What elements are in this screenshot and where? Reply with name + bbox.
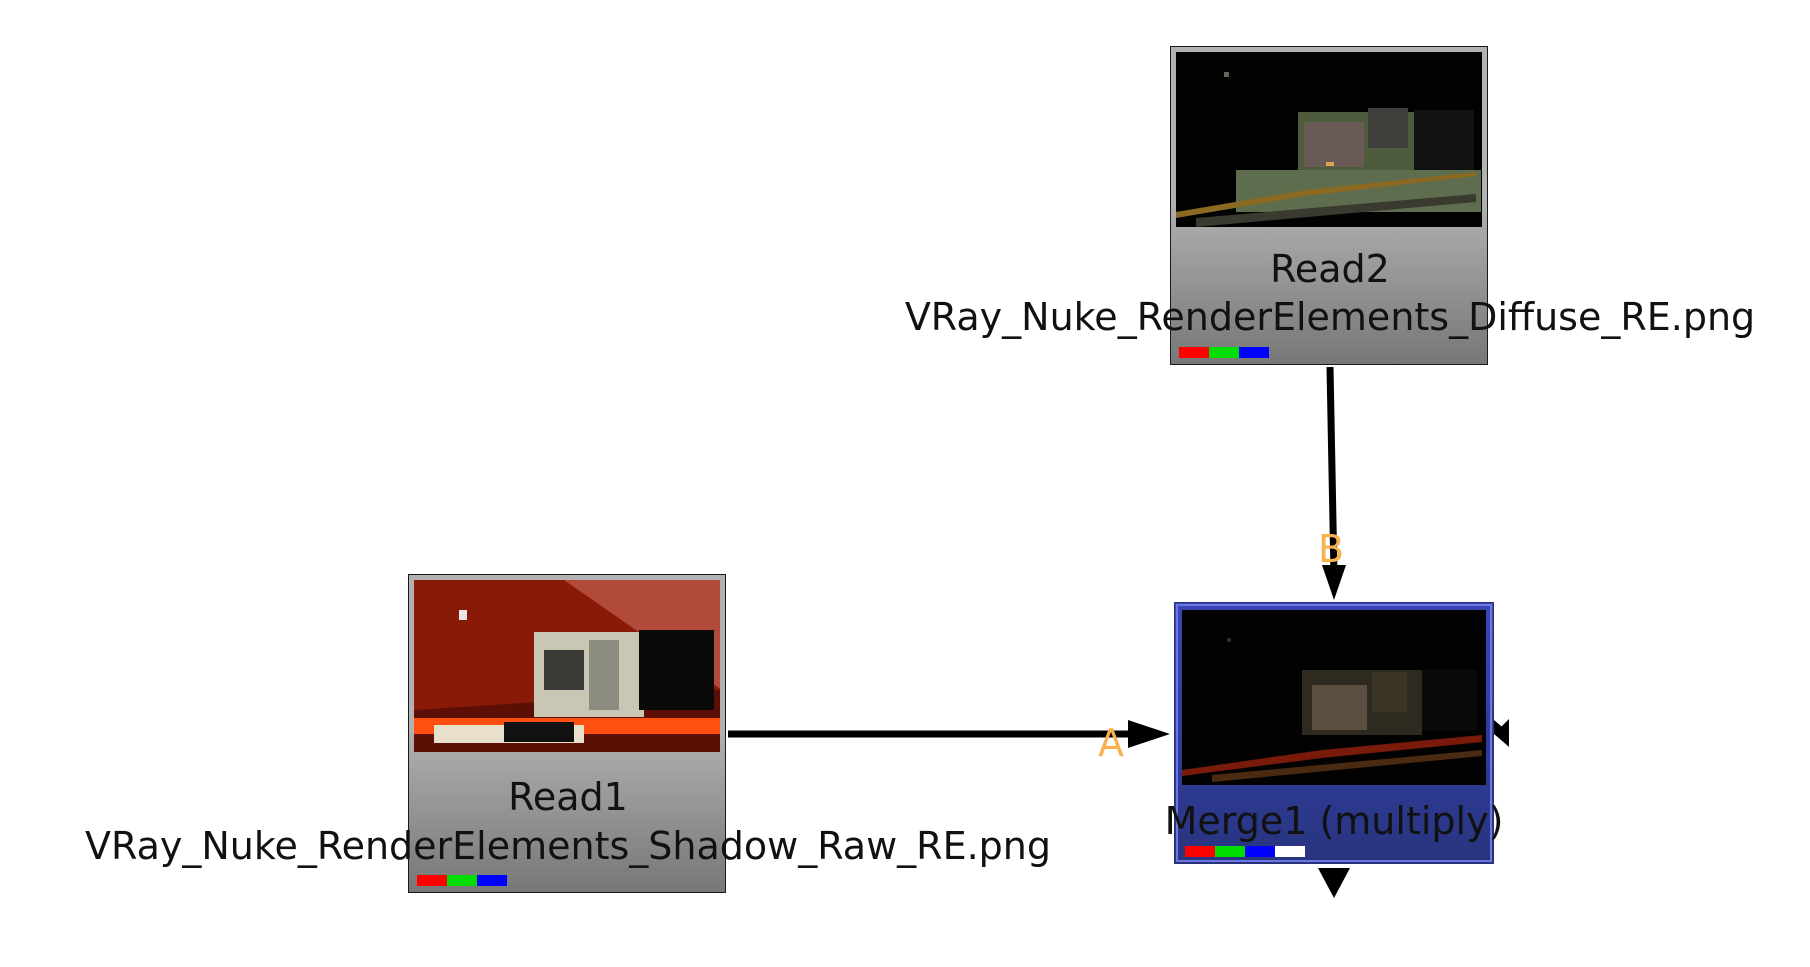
channel-blue	[1245, 846, 1275, 857]
channel-bar-read1	[417, 875, 507, 886]
node-name-read1: Read1	[508, 775, 628, 819]
mask-input-arrow[interactable]	[1495, 719, 1509, 747]
node-read1[interactable]	[408, 574, 726, 893]
channel-green	[1215, 846, 1245, 857]
arrow-input-a	[1128, 720, 1170, 748]
input-label-a: A	[1098, 721, 1124, 765]
node-name-merge1: Merge1 (multiply)	[1164, 799, 1504, 843]
node-file-read2: VRay_Nuke_RenderElements_Diffuse_RE.png	[904, 295, 1756, 339]
channel-alpha	[1275, 846, 1305, 857]
channel-red	[1179, 347, 1209, 358]
channel-blue	[477, 875, 507, 886]
channel-bar-read2	[1179, 347, 1269, 358]
thumbnail-read1	[414, 580, 720, 752]
channel-green	[1209, 347, 1239, 358]
channel-green	[447, 875, 477, 886]
channel-red	[1185, 846, 1215, 857]
node-read2[interactable]	[1170, 46, 1488, 365]
thumbnail-merge1	[1182, 610, 1486, 785]
arrow-output[interactable]	[1318, 868, 1350, 898]
node-merge1[interactable]	[1174, 602, 1494, 864]
channel-blue	[1239, 347, 1269, 358]
arrow-input-b	[1322, 565, 1346, 600]
node-file-read1: VRay_Nuke_RenderElements_Shadow_Raw_RE.p…	[85, 824, 1051, 868]
channel-bar-merge1	[1185, 846, 1305, 857]
input-label-b: B	[1318, 527, 1345, 571]
node-name-read2: Read2	[1270, 247, 1390, 291]
channel-red	[417, 875, 447, 886]
thumbnail-read2	[1176, 52, 1482, 227]
pipe-read2-to-merge1-b[interactable]	[1326, 366, 1338, 576]
